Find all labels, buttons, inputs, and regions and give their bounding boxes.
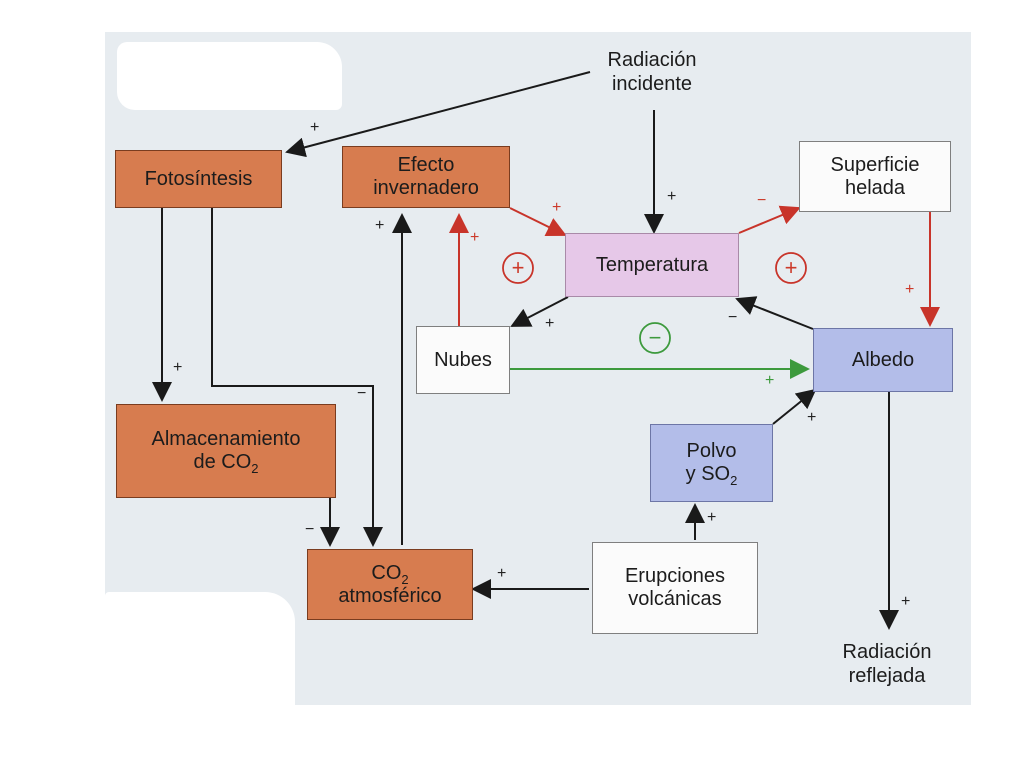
erupciones-line1: Erupciones — [624, 565, 726, 587]
efecto-invernadero-box: Efecto invernadero — [342, 146, 510, 208]
arrows-layer — [152, 71, 940, 630]
sign-almacenamiento-co2: − — [305, 521, 315, 538]
sign-fotosintesis-almacenamiento: + — [173, 359, 183, 376]
sign-efecto-temperatura: + — [552, 199, 562, 216]
nubes-box: Nubes — [416, 326, 510, 394]
fotosintesis-label: Fotosíntesis — [144, 167, 253, 190]
sign-nubes-efecto: + — [470, 229, 480, 246]
erupciones-volcanicas-box: Erupciones volcánicas — [592, 542, 758, 634]
superficie-helada-line2: helada — [844, 176, 906, 199]
sign-fotosintesis-co2: − — [357, 385, 367, 402]
arrow-temperatura-to-nubes — [510, 296, 569, 327]
arrow-efecto-to-temperatura — [509, 207, 567, 237]
diagram-canvas: + + − Radiación incidente Fotosíntesis E… — [105, 32, 971, 705]
albedo-box: Albedo — [813, 328, 953, 392]
co2-line2: atmosférico — [338, 584, 442, 607]
loop-positive-right-circle — [775, 252, 807, 284]
loop-positive-right-sign: + — [784, 255, 798, 280]
co2-atmosferico-box: CO2 atmosférico — [307, 549, 473, 620]
radiacion-incidente-label: Radiación incidente — [607, 49, 697, 95]
almacenamiento-line2: de CO2 — [193, 451, 259, 476]
arrow-fotosintesis-to-co2 — [211, 208, 383, 547]
erupciones-line2: volcánicas — [628, 588, 722, 610]
polvo-line1: Polvo — [686, 440, 737, 462]
arrow-temperatura-to-superficie — [738, 205, 801, 234]
loop-positive-left-circle — [502, 252, 534, 284]
sign-superficie-albedo: + — [905, 281, 915, 298]
loop-positive-left-sign: + — [511, 255, 525, 280]
albedo-label: Albedo — [851, 348, 915, 371]
efecto-invernadero-line2: invernadero — [373, 177, 479, 199]
temperatura-label: Temperatura — [595, 253, 709, 276]
polvo-so2-box: Polvo y SO2 — [650, 424, 773, 502]
sign-nubes-albedo: + — [765, 372, 775, 389]
sign-albedo-radiacion-reflejada: + — [901, 593, 911, 610]
sign-temperatura-nubes: + — [545, 315, 555, 332]
sign-erupciones-co2: + — [497, 565, 507, 582]
arrow-radiacion-to-fotosintesis — [285, 71, 591, 158]
superficie-helada-line1: Superficie — [830, 153, 920, 176]
sign-co2-efecto: + — [375, 217, 385, 234]
co2-line1: CO2 — [371, 561, 409, 587]
temperatura-box: Temperatura — [565, 233, 739, 297]
arrow-polvo-to-albedo — [772, 388, 817, 425]
sign-erupciones-polvo: + — [707, 509, 717, 526]
almacenamiento-co2-box: Almacenamiento de CO2 — [116, 404, 336, 498]
sign-albedo-temperatura: − — [728, 309, 738, 326]
loop-negative-sign: − — [648, 325, 662, 350]
arrow-albedo-to-temperatura — [735, 296, 814, 330]
polvo-line2: y SO2 — [685, 463, 738, 488]
superficie-helada-box: Superficie helada — [799, 141, 951, 212]
loop-negative-circle — [639, 322, 671, 354]
fotosintesis-box: Fotosíntesis — [115, 150, 282, 208]
sign-radiacion-fotosintesis: + — [310, 119, 320, 136]
nubes-label: Nubes — [434, 348, 492, 371]
radiacion-reflejada-label: Radiación reflejada — [842, 641, 932, 687]
sign-temperatura-superficie: − — [757, 192, 767, 209]
almacenamiento-line1: Almacenamiento — [151, 428, 301, 450]
erased-area-bottom-left — [105, 592, 295, 705]
sign-radiacion-temperatura: + — [667, 188, 677, 205]
erased-area-top-left — [117, 42, 342, 110]
efecto-invernadero-line1: Efecto — [397, 154, 455, 176]
sign-polvo-albedo: + — [807, 409, 817, 426]
